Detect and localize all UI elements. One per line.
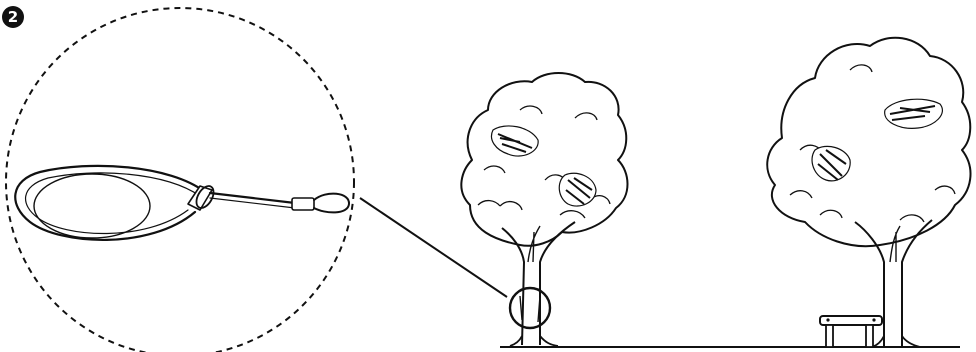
leader-line [360,198,507,297]
right-tree-icon [767,38,970,347]
left-tree-icon [461,73,627,346]
bench-icon [820,316,882,347]
cable-loop-icon [15,166,349,240]
